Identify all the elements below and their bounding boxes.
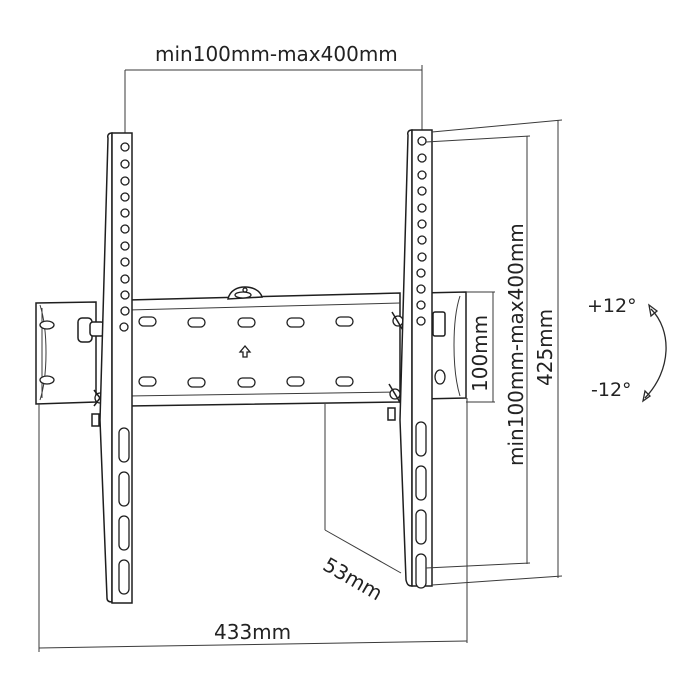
bottom-width-dimension-lines bbox=[38, 398, 468, 652]
tilt-up-label: +12° bbox=[587, 295, 637, 317]
tilt-arc-arrow-icon bbox=[642, 303, 667, 403]
right-vertical-arm bbox=[399, 129, 433, 589]
overall-width-label: 433mm bbox=[214, 620, 292, 644]
plate-height-label: 100mm bbox=[468, 314, 492, 392]
left-vertical-arm bbox=[99, 132, 133, 604]
up-arrow-icon bbox=[238, 344, 252, 358]
tilt-down-label: -12° bbox=[591, 379, 632, 401]
top-width-dimension-lines bbox=[124, 65, 423, 140]
overall-height-label: 425mm bbox=[533, 308, 557, 386]
right-dimension-lines bbox=[425, 119, 563, 586]
depth-dimension-lines bbox=[324, 404, 402, 574]
top-width-label: min100mm-max400mm bbox=[155, 42, 398, 66]
vesa-vertical-label: min100mm-max400mm bbox=[504, 223, 528, 466]
